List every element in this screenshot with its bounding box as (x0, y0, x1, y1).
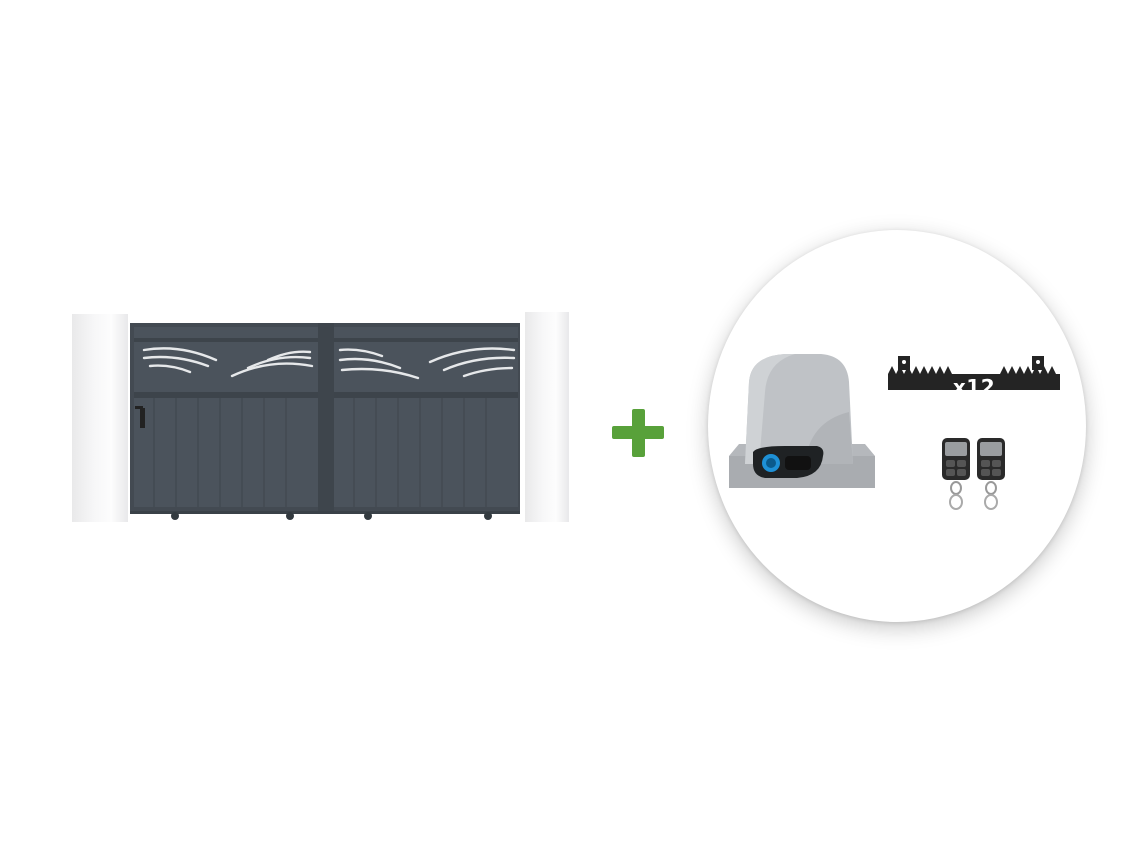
right-pillar (525, 312, 569, 522)
swing-gate-image (130, 323, 520, 520)
gate-motor-image (729, 354, 875, 488)
remote-control-image (942, 438, 970, 510)
quantity-badge: x12 (952, 375, 996, 399)
remote-control-image (977, 438, 1005, 510)
left-pillar (72, 314, 128, 522)
gear-rack-image (888, 356, 1060, 390)
plus-icon (612, 409, 664, 457)
